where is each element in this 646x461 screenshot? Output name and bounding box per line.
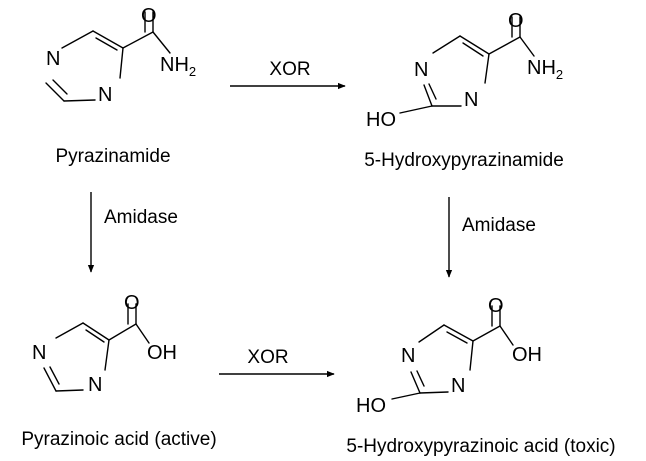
hydroxypyrazinamide-ring-nitrogen-2: N <box>464 89 478 111</box>
hydroxypyrazinamide-ring-nitrogen-1: N <box>414 59 428 81</box>
hydroxypyrazinamide-carbonyl-oxygen: O <box>508 10 524 32</box>
pyrazinoic-acid-ring-nitrogen-2: N <box>88 374 102 396</box>
pyrazinoic-acid-ring-nitrogen-1: N <box>32 342 46 364</box>
pyrazinoic-acid-structure: N N O OH <box>32 292 177 396</box>
pyrazinoic-acid-label: Pyrazinoic acid (active) <box>21 429 216 450</box>
hydroxypyrazinoic-acid-hydroxyl-group: HO <box>356 395 386 417</box>
hydroxypyrazinamide-structure: N N O NH2 HO <box>366 10 563 131</box>
bottom-reagent-label: XOR <box>247 347 288 368</box>
pyrazinoic-acid-carbonyl-oxygen: O <box>124 292 140 314</box>
pyrazinamide-ring-nitrogen-2: N <box>98 84 112 106</box>
pyrazinamide-carbonyl-oxygen: O <box>141 5 157 27</box>
hydroxypyrazinamide-amide-group: NH2 <box>527 57 563 82</box>
pyrazinamide-bonds <box>45 11 171 102</box>
pyrazinamide-ring-nitrogen-1: N <box>46 48 60 70</box>
hydroxypyrazinamide-hydroxyl-group: HO <box>366 109 396 131</box>
hydroxypyrazinoic-acid-acid-hydroxyl: OH <box>512 344 542 366</box>
left-reagent-label: Amidase <box>104 207 178 228</box>
pyrazinamide-label: Pyrazinamide <box>55 146 170 167</box>
hydroxypyrazinoic-acid-bonds <box>391 305 514 400</box>
pyrazinamide-amide-group: NH2 <box>160 54 196 79</box>
hydroxypyrazinoic-acid-ring-nitrogen-1: N <box>401 345 415 367</box>
pyrazinoic-acid-bonds <box>43 303 150 392</box>
pyrazinoic-acid-hydroxyl-group: OH <box>147 342 177 364</box>
hydroxypyrazinoic-acid-carbonyl-oxygen: O <box>488 295 504 317</box>
hydroxypyrazinamide-bonds <box>399 16 535 114</box>
hydroxypyrazinoic-acid-ring-nitrogen-2: N <box>451 375 465 397</box>
top-reagent-label: XOR <box>269 59 310 80</box>
hydroxypyrazinoic-acid-label: 5-Hydroxypyrazinoic acid (toxic) <box>346 436 615 457</box>
pyrazinamide-structure: N N O NH2 <box>45 5 196 106</box>
right-reagent-label: Amidase <box>462 215 536 236</box>
hydroxypyrazinoic-acid-structure: N N O OH HO <box>356 295 542 417</box>
hydroxypyrazinamide-label: 5-Hydroxypyrazinamide <box>364 150 564 171</box>
